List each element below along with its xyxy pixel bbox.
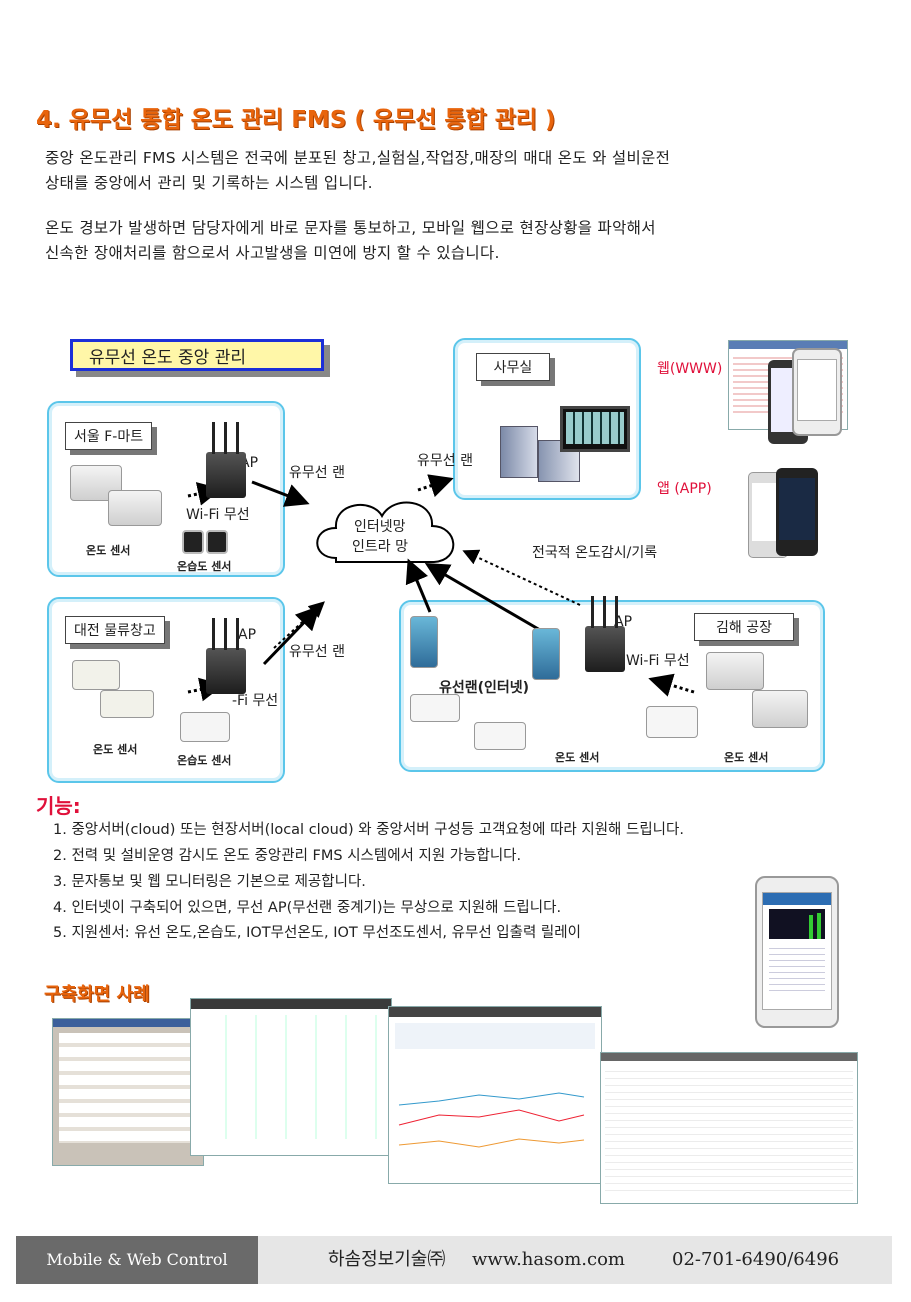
footer-company: 하솜정보기술㈜ bbox=[328, 1249, 446, 1270]
daejeon-lan-label: 유무선 랜 bbox=[289, 644, 345, 660]
wired-sensor-image-1 bbox=[410, 694, 460, 722]
examples-heading: 구축화면 사례 bbox=[44, 984, 150, 1005]
daejeon-temp-sensor-label: 온도 센서 bbox=[93, 743, 138, 756]
cloud-label-internet: 인터넷망 bbox=[354, 519, 406, 535]
wired-converter-image-2 bbox=[532, 628, 560, 680]
office-box bbox=[453, 338, 641, 500]
internet-cloud-icon bbox=[316, 501, 455, 563]
gimhae-sensor-image-1 bbox=[646, 706, 698, 738]
app-phone-image-2 bbox=[776, 468, 818, 556]
daejeon-wifi-label: -Fi 무선 bbox=[232, 693, 279, 709]
seoul-temp-sensor-image-2 bbox=[108, 490, 162, 526]
cloud-label-intranet: 인트라 망 bbox=[352, 539, 408, 555]
function-item-2: 2. 전력 및 설비운영 감시도 온도 중앙관리 FMS 시스템에서 지원 가능… bbox=[53, 848, 522, 864]
gimhae-access-point-image bbox=[585, 596, 625, 672]
function-item-1: 1. 중앙서버(cloud) 또는 현장서버(local cloud) 와 중앙… bbox=[53, 822, 684, 838]
function-item-4: 4. 인터넷이 구축되어 있으면, 무선 AP(무선랜 중계기)는 무상으로 지… bbox=[53, 900, 562, 916]
footer-phone: 02-701-6490/6496 bbox=[672, 1249, 840, 1270]
intro-line-4: 신속한 장애처리를 함으로서 사고발생을 미연에 방지 할 수 있습니다. bbox=[45, 244, 500, 262]
gimhae-sensor-image-3 bbox=[752, 690, 808, 728]
daejeon-ap-label: AP bbox=[238, 627, 257, 643]
daejeon-humid-sensor-label: 온습도 센서 bbox=[177, 754, 232, 767]
seoul-lan-label: 유무선 랜 bbox=[289, 465, 345, 481]
daejeon-humid-sensor-image bbox=[180, 712, 230, 742]
intro-line-1: 중앙 온도관리 FMS 시스템은 전국에 분포된 창고,실험실,작업장,매장의 … bbox=[45, 149, 671, 167]
office-lan-label: 유무선 랜 bbox=[417, 453, 473, 469]
daejeon-temp-sensor-image-2 bbox=[100, 690, 154, 718]
example-screen-1-image bbox=[52, 1018, 204, 1166]
central-management-label: 유무선 온도 중앙 관리 bbox=[70, 339, 324, 371]
daejeon-label: 대전 물류창고 bbox=[65, 616, 165, 644]
intro-line-3: 온도 경보가 발생하면 담당자에게 바로 문자를 통보하고, 모바일 웹으로 현… bbox=[45, 219, 656, 237]
example-screen-3-image bbox=[388, 1006, 602, 1184]
gimhae-temp-sensor-label-1: 온도 센서 bbox=[555, 751, 600, 764]
daejeon-site-box bbox=[47, 597, 285, 783]
functions-heading: 기능: bbox=[36, 794, 81, 818]
footer-url-link[interactable]: www.hasom.com bbox=[472, 1249, 625, 1270]
seoul-access-point-image bbox=[206, 422, 246, 498]
gimhae-temp-sensor-label-2: 온도 센서 bbox=[724, 751, 769, 764]
footer-tagline: Mobile & Web Control bbox=[16, 1236, 258, 1284]
seoul-label: 서울 F-마트 bbox=[65, 422, 153, 450]
seoul-humid-sensor-image-2 bbox=[206, 530, 228, 554]
phone-image-2 bbox=[792, 348, 842, 436]
gimhae-wifi-label: Wi-Fi 무선 bbox=[626, 653, 690, 669]
page-title: 4. 유무선 통합 온도 관리 FMS ( 유무선 통합 관리 ) bbox=[36, 107, 556, 133]
example-graph-lines bbox=[398, 1092, 585, 1148]
web-label: 웹(WWW) bbox=[657, 361, 723, 377]
wired-sensor-image-2 bbox=[474, 722, 526, 750]
function-item-5: 5. 지원센서: 유선 온도,온습도, IOT무선온도, IOT 무선조도센서,… bbox=[53, 925, 581, 941]
function-item-3: 3. 문자통보 및 웹 모니터링은 기본으로 제공합니다. bbox=[53, 874, 366, 890]
footer-contact: 하솜정보기술㈜ www.hasom.com 02-701-6490/6496 bbox=[258, 1236, 892, 1284]
seoul-wifi-label: Wi-Fi 무선 bbox=[186, 507, 250, 523]
example-screen-2-image bbox=[190, 998, 392, 1156]
daejeon-temp-sensor-image-1 bbox=[72, 660, 120, 690]
nationwide-label: 전국적 온도감시/기록 bbox=[532, 545, 658, 561]
intro-line-2: 상태를 중앙에서 관리 및 기록하는 시스템 입니다. bbox=[45, 174, 373, 192]
mobile-graph-phone-image bbox=[755, 876, 839, 1028]
daejeon-access-point-image bbox=[206, 618, 246, 694]
wired-lan-label: 유선랜(인터넷) bbox=[439, 680, 530, 696]
gimhae-site-box bbox=[399, 600, 825, 772]
app-label: 앱 (APP) bbox=[657, 481, 712, 497]
example-screen-4-image bbox=[600, 1052, 858, 1204]
seoul-humid-sensor-image-1 bbox=[182, 530, 204, 554]
server-pc-image bbox=[500, 426, 538, 478]
seoul-temp-sensor-label: 온도 센서 bbox=[86, 544, 131, 557]
gimhae-label: 김해 공장 bbox=[694, 613, 794, 641]
office-label: 사무실 bbox=[476, 353, 550, 381]
wired-converter-image-1 bbox=[410, 616, 438, 668]
gimhae-sensor-image-2 bbox=[706, 652, 764, 690]
monitor-image bbox=[560, 406, 630, 452]
seoul-humid-sensor-label: 온습도 센서 bbox=[177, 560, 232, 573]
